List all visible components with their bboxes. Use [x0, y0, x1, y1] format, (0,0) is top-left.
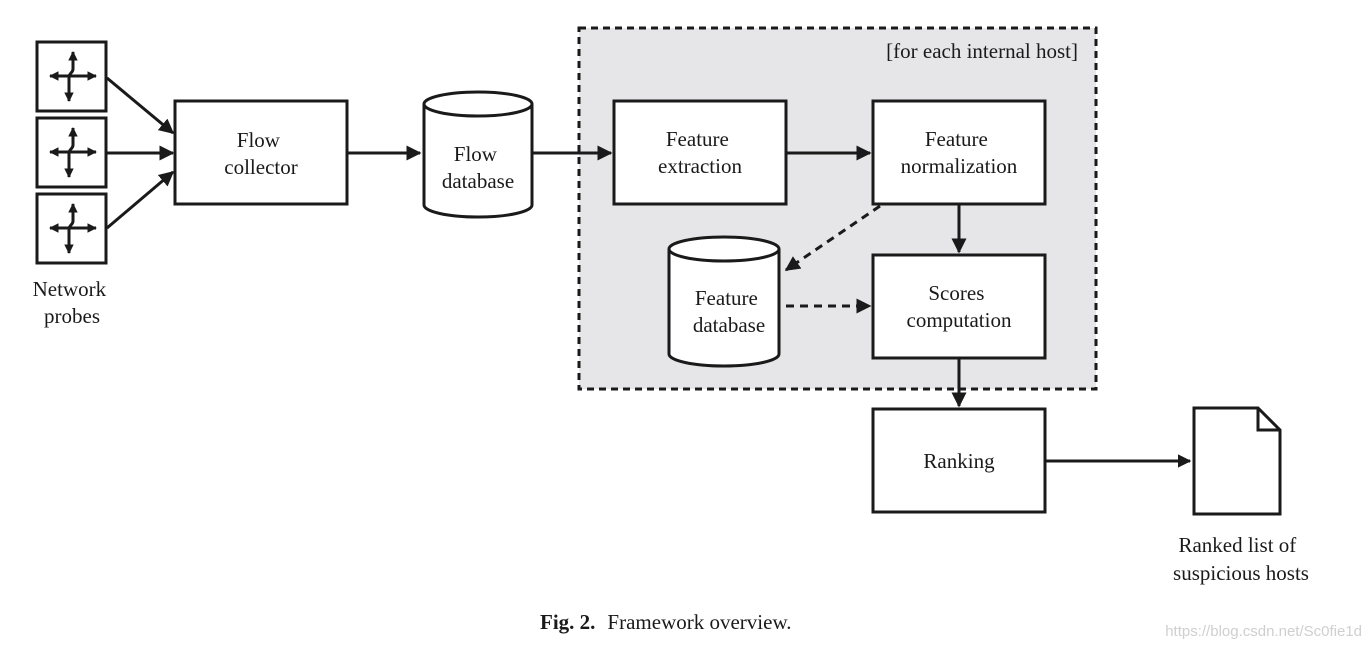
arrow-normalization-to-feature-db [784, 204, 881, 272]
figure-caption-text: Framework overview. [607, 610, 791, 634]
ranked-list-label: Ranked list of suspicious hosts [1173, 533, 1309, 585]
network-probe-icon [35, 40, 108, 113]
flow-collector-label: Flow collector [224, 128, 297, 179]
arrow-probe1-to-collector [106, 76, 175, 135]
flow-database-cylinder [422, 90, 534, 219]
ranking-box [871, 407, 1047, 514]
flow-database-label: Flow database [442, 142, 514, 193]
flow-collector-box [173, 99, 349, 206]
arrow-probe3-to-collector [106, 170, 175, 230]
document-icon [1192, 406, 1282, 516]
ranking-label: Ranking [923, 449, 995, 473]
feature-extraction-label: Feature extraction [658, 127, 742, 178]
figure-number: Fig. 2. [540, 610, 595, 634]
figure-caption: Fig. 2. Framework overview. [540, 610, 792, 634]
feature-extraction-box [612, 99, 788, 206]
scores-computation-label: Scores computation [907, 281, 1012, 332]
per-host-region-label: [for each internal host] [886, 39, 1078, 63]
network-probe-icon [35, 116, 108, 189]
feature-normalization-box [871, 99, 1047, 206]
feature-normalization-label: Feature normalization [901, 127, 1018, 178]
network-probe-icon [35, 192, 108, 265]
feature-database-cylinder [667, 235, 781, 368]
watermark: https://blog.csdn.net/Sc0fie1d [1165, 623, 1362, 640]
network-probes-label: Network probes [33, 277, 112, 328]
feature-database-label: Feature database [693, 286, 765, 337]
scores-computation-box [871, 253, 1047, 360]
